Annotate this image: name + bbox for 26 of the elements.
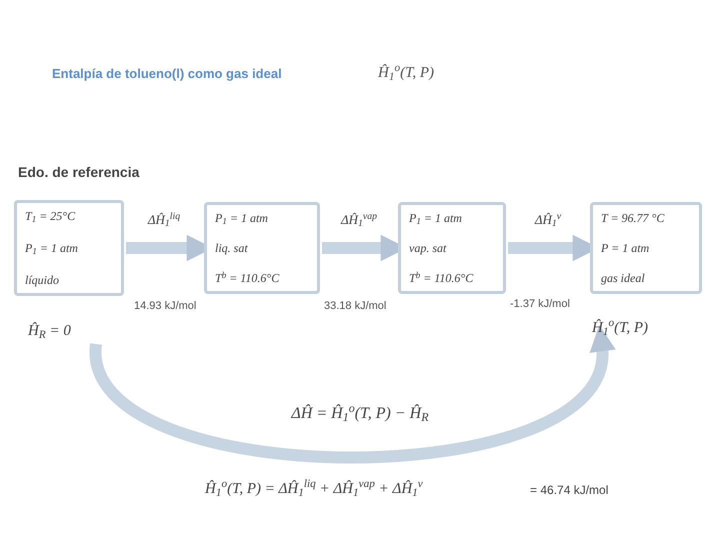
state-text: vap. sat: [409, 240, 448, 257]
value-label: 33.18 kJ/mol: [324, 299, 386, 314]
title: Entalpía de tolueno(l) como gas ideal: [52, 65, 282, 83]
state-text: T$^{b}$ = 110.6°C: [409, 269, 474, 287]
formula-text: Ĥ$_{1}$$^{o}$(T, P): [378, 62, 434, 84]
state-text: liq. sat: [215, 240, 249, 257]
state-text: Ĥ$_{1}$$^{o}$(T, P): [592, 316, 648, 340]
state-text: T$_{1}$ = 25°C: [25, 208, 76, 225]
state-text: gas ideal: [601, 270, 646, 287]
state-box: [398, 202, 506, 294]
state-text: Ĥ$_{R}$ = 0: [28, 321, 71, 342]
state-text: P$_{1}$ = 1 atm: [25, 240, 79, 257]
arrow: [90, 325, 614, 464]
state-text: T$^{b}$ = 110.6°C: [215, 269, 280, 287]
value-label: 14.93 kJ/mol: [134, 299, 196, 314]
heading-text: Edo. de referencia: [18, 163, 140, 182]
state-text: T = 96.77 °C: [601, 210, 666, 227]
state-text: P$_{1}$ = 1 atm: [215, 210, 269, 227]
state-text: P = 1 atm: [601, 240, 650, 257]
state-box: [14, 200, 124, 296]
value-label: -1.37 kJ/mol: [510, 297, 570, 312]
state-box: [204, 202, 320, 294]
result-text: = 46.74 kJ/mol: [530, 482, 608, 499]
state-box: [590, 202, 702, 294]
state-text: P$_{1}$ = 1 atm: [409, 210, 463, 227]
state-text: líquido: [25, 272, 60, 289]
